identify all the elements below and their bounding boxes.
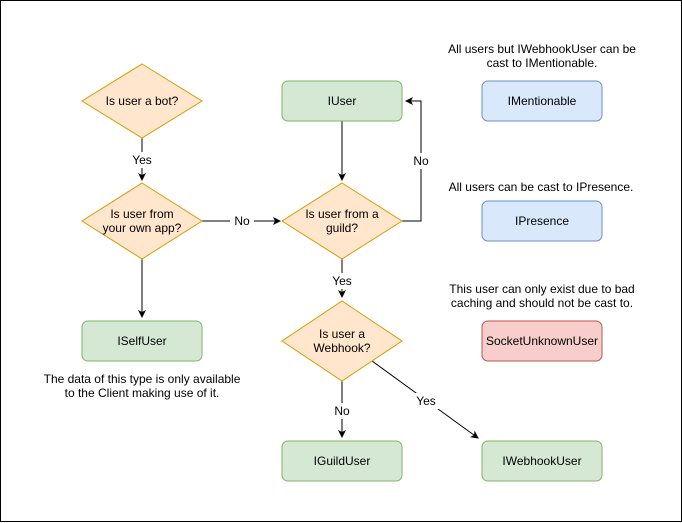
svg-text:IUser: IUser [328,94,357,108]
text-line: caching and should not be cast to. [451,296,633,310]
note-presence: All users can be cast to IPresence. [449,180,634,194]
text-line: This user can only exist due to bad [449,282,634,296]
node-ipresence: IPresence [481,200,603,242]
edge-label-guild-yes: Yes [332,274,352,288]
node-imentionable: IMentionable [481,80,603,122]
text-line: The data of this type is only available [44,372,241,386]
edge-labels: Yes No No Yes No Yes [128,152,440,419]
edge-label-webhook-yes: Yes [416,394,436,408]
svg-text:Is user a bot?: Is user a bot? [106,94,179,108]
text-line: All users can be cast to IPresence. [449,180,634,194]
node-iwebhookuser: IWebhookUser [481,440,603,482]
text-line: cast to IMentionable. [487,56,598,70]
node-iguilduser: IGuildUser [281,440,403,482]
text-line: Is user from a [305,207,379,221]
edge-label-bot-yes: Yes [132,153,152,167]
svg-text:SocketUnknownUser: SocketUnknownUser [486,334,598,348]
text-line: guild? [326,221,358,235]
node-iselfuser: ISelfUser [81,320,203,362]
text-line: Webhook? [313,341,370,355]
decision-is-bot: Is user a bot? [81,63,203,139]
svg-text:IGuildUser: IGuildUser [314,454,371,468]
edge-label-webhook-no: No [334,404,350,418]
node-iuser: IUser [281,80,403,122]
edge-label-guild-no: No [413,154,429,168]
text-line: Is user a [319,327,365,341]
edge-label-own-app-no: No [234,214,250,228]
text-line: your own app? [103,221,182,235]
svg-text:IMentionable: IMentionable [508,94,577,108]
svg-text:ISelfUser: ISelfUser [117,334,166,348]
node-socketunknownuser: SocketUnknownUser [481,320,603,362]
svg-text:IPresence: IPresence [515,214,569,228]
text-line: All users but IWebhookUser can be [448,42,636,56]
text-line: to the Client making use of it. [65,386,220,400]
text-line: Is user from [110,207,173,221]
svg-text:IWebhookUser: IWebhookUser [502,454,581,468]
text-line: Is user a bot? [106,94,179,108]
